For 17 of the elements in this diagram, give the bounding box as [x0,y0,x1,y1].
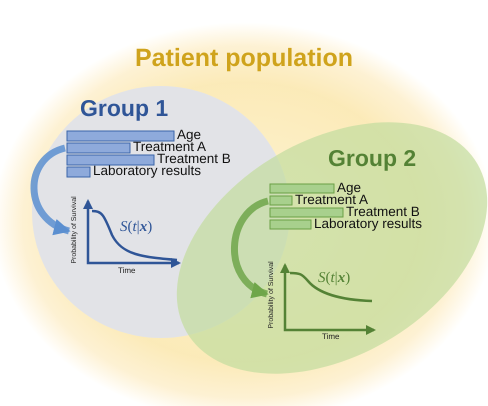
group-title: Group 1 [80,95,168,122]
feature-label: Treatment A [133,140,206,154]
feature-label: Age [177,128,202,142]
axis-label: Time [118,266,136,275]
group-title: Group 2 [328,145,416,172]
feature-label: Treatment B [157,152,231,166]
survival-function: S(t|x) [318,270,350,287]
feature-label: Laboratory results [93,164,202,178]
population-title: Patient population [134,44,354,73]
feature-label: Age [337,181,362,195]
axis-label: Time [322,332,340,341]
curved-arrow [231,198,270,298]
feature-label: Laboratory results [314,217,422,231]
curved-arrow [30,144,71,234]
feature-label: Treatment B [346,205,420,219]
feature-label: Treatment A [295,193,368,207]
survival-function: S(t|x) [120,219,152,236]
